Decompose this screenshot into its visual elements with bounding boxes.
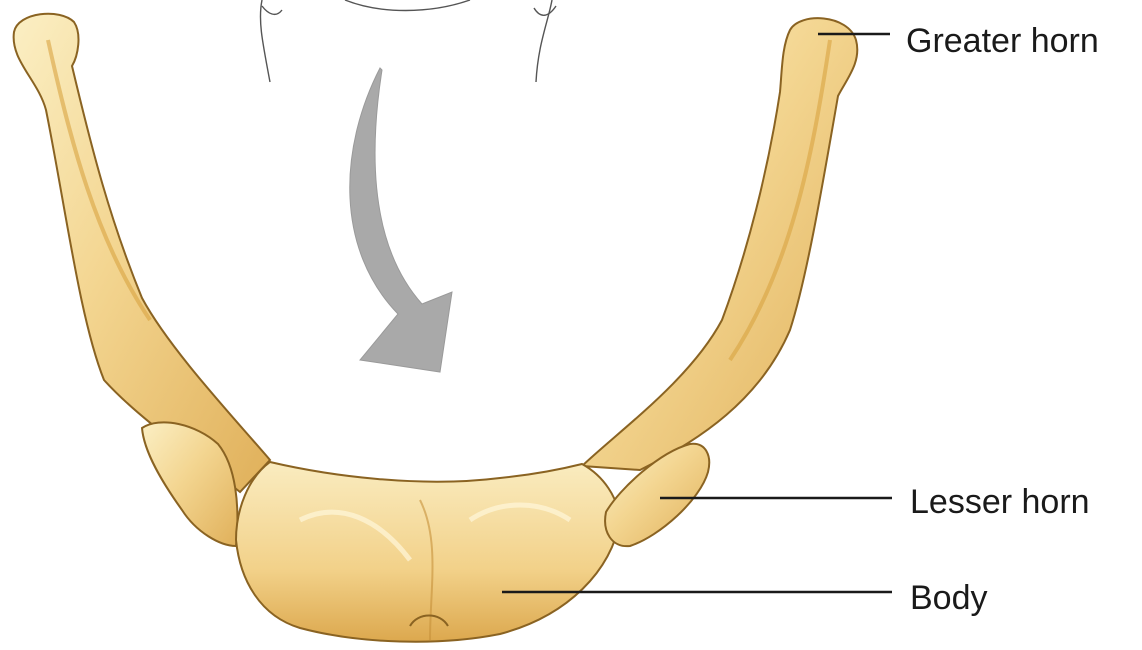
head-outline (260, 0, 556, 82)
body-label: Body (910, 581, 988, 615)
left-greater-horn (14, 14, 270, 492)
greater-horn-label: Greater horn (906, 24, 1099, 58)
lesser-horn-label: Lesser horn (910, 485, 1090, 519)
curved-arrow-down-icon (350, 68, 452, 372)
right-greater-horn (582, 18, 857, 470)
